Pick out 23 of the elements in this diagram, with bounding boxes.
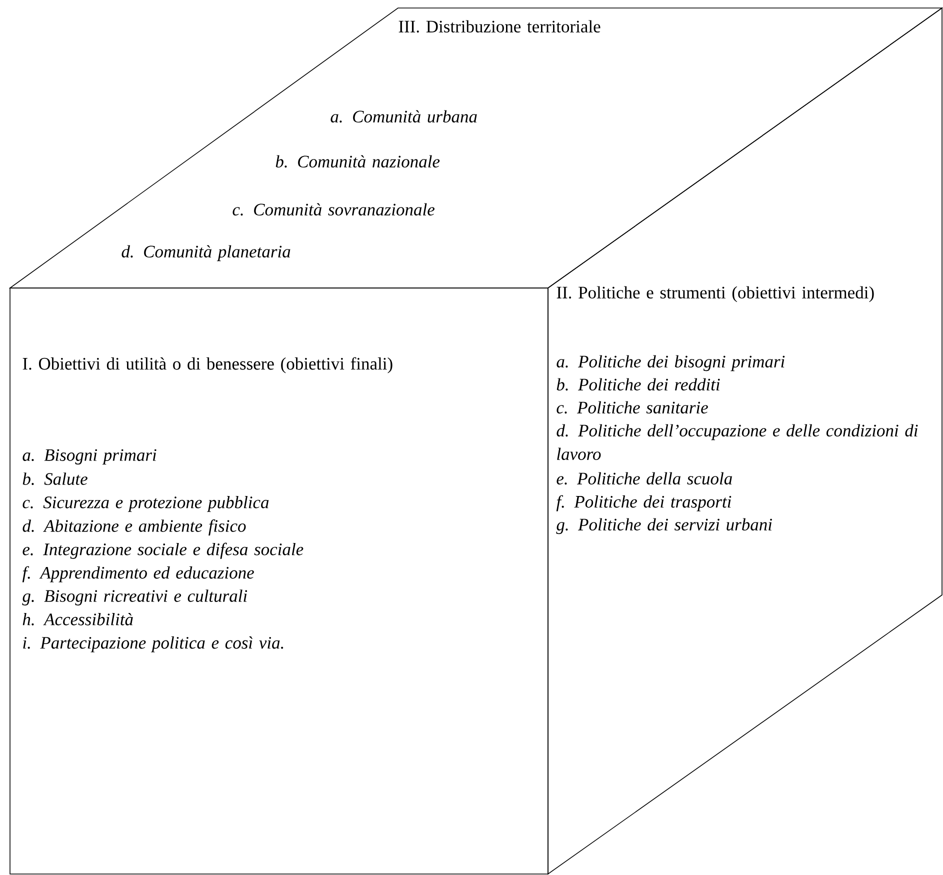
list-item: a. Politiche dei bisogni primari (556, 355, 785, 372)
list-item: g. Bisogni ricreativi e culturali (22, 590, 248, 606)
cube-face (10, 288, 548, 874)
heading: III. Distribuzione territoriale (398, 20, 600, 33)
list-item: d. Comunità planetaria (122, 245, 290, 262)
list-item: f. Politiche dei trasporti (556, 495, 732, 512)
list-item: b. Comunità nazionale (276, 155, 440, 168)
list-item: a. Bisogni primari (22, 449, 156, 465)
list-item: g. Politiche dei servizi urbani (556, 518, 772, 534)
list-item: i. Partecipazione politica e così via. (23, 636, 284, 652)
list-item: b. Politiche dei redditi (556, 378, 720, 391)
list-item: c. Politiche sanitarie (556, 401, 708, 414)
list-item: e. Politiche della scuola (556, 472, 732, 485)
heading: I. Obiettivi di utilità o di benessere (obiettivi finali) (22, 357, 392, 374)
list-item: b. Salute (22, 472, 88, 485)
list-item: h. Accessibilità (22, 613, 133, 626)
list-item: a. Comunità urbana (330, 110, 477, 123)
list-item: c. Comunità sovranazionale (232, 203, 434, 216)
list-item: e. Integrazione sociale e difesa sociale (22, 542, 304, 559)
heading: II. Politiche e strumenti (obiettivi intermedi) (556, 286, 874, 302)
list-item: f. Apprendimento ed educazione (22, 566, 254, 582)
list-item: d. Abitazione e ambiente fisico (22, 519, 246, 536)
list-item: c. Sicurezza e protezione pubblica (22, 496, 269, 512)
